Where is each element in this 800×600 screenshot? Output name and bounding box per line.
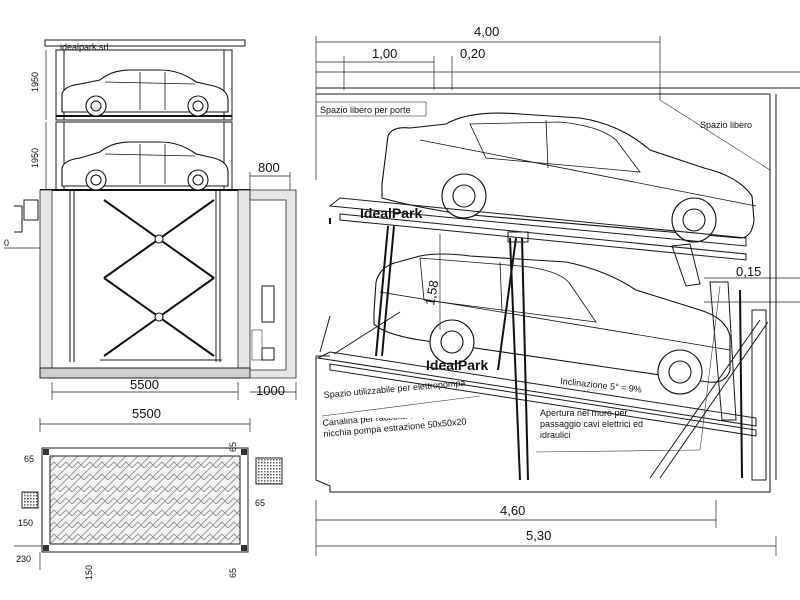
brand-lower: IdealPark [426,357,488,373]
side-chamber [249,189,297,379]
plan-view: 5500 65 65 65 150 230 150 65 [14,406,283,580]
dim-height: 1,58 [422,279,441,307]
note-pump-space: Spazio utilizzabile per elettropompa [323,378,465,400]
dim-total-width: 4,00 [474,24,499,39]
pit-wall-right [237,189,251,369]
lower-car-side [61,141,229,191]
lower-car [373,253,731,395]
dim-bottom-width: 4,60 [500,503,525,518]
brand-upper: IdealPark [360,205,422,221]
plan-dim-left-mid: 150 [18,518,33,528]
dim-small-gap: 0,20 [460,46,485,61]
plan-dim-bottom-right: 65 [228,568,238,578]
drain-grate-left [21,491,39,509]
plan-platform [49,455,241,545]
note-channel-box: Canalina per raccolta acqua 10x2 nicchia… [322,418,467,439]
scissor-lift [100,199,222,361]
plan-dim-right-mid: 65 [255,498,265,508]
dim-left-cut: 0 [4,238,9,248]
dim-pit-width: 5500 [130,377,159,392]
dim-right-small: 0,15 [736,264,761,279]
dim-overall-width: 5,30 [526,528,551,543]
dim-door-space: 1,00 [372,46,397,61]
plan-dim-top-left: 65 [24,454,34,464]
note-channel: Canalina per raccolta acqua 10x2 nicchia… [322,418,467,439]
canopy-top [44,39,246,47]
section-view: 4,00 1,00 0,20 Spazio libero per porte S… [315,24,800,556]
dim-side-bottom: 1000 [256,383,285,398]
dim-side-width: 800 [258,160,280,175]
label-door-space: Spazio libero per porte [320,105,411,115]
left-elevation: idealpark.srl 1950 [4,39,297,400]
upper-car-side [61,69,229,117]
note-wall-opening-box: Apertura nel muro per passaggio cavi ele… [540,408,644,440]
plan-dim-bottom-left: 230 [16,554,31,564]
control-box [261,285,275,323]
label-free-space: Spazio libero [700,120,752,130]
note-wall-opening: Apertura nel muro per passaggio cavi ele… [540,408,644,440]
pit-wall-left [39,189,53,369]
plan-dim-bottom-mid: 150 [84,565,94,580]
lower-platform [316,351,757,427]
dim-height-upper: 1950 [30,72,40,92]
upper-platform [328,197,747,247]
upper-cage [55,49,233,121]
plan-dim-top-right: 65 [228,442,238,452]
plan-dim-width: 5500 [132,406,161,421]
upper-car [381,112,757,243]
dim-height-lower: 1950 [30,148,40,168]
brand-plate: idealpark.srl [60,42,109,52]
drain-grate-right [255,457,283,485]
label-incline: Inclinazione 5° = 9% [560,376,643,395]
